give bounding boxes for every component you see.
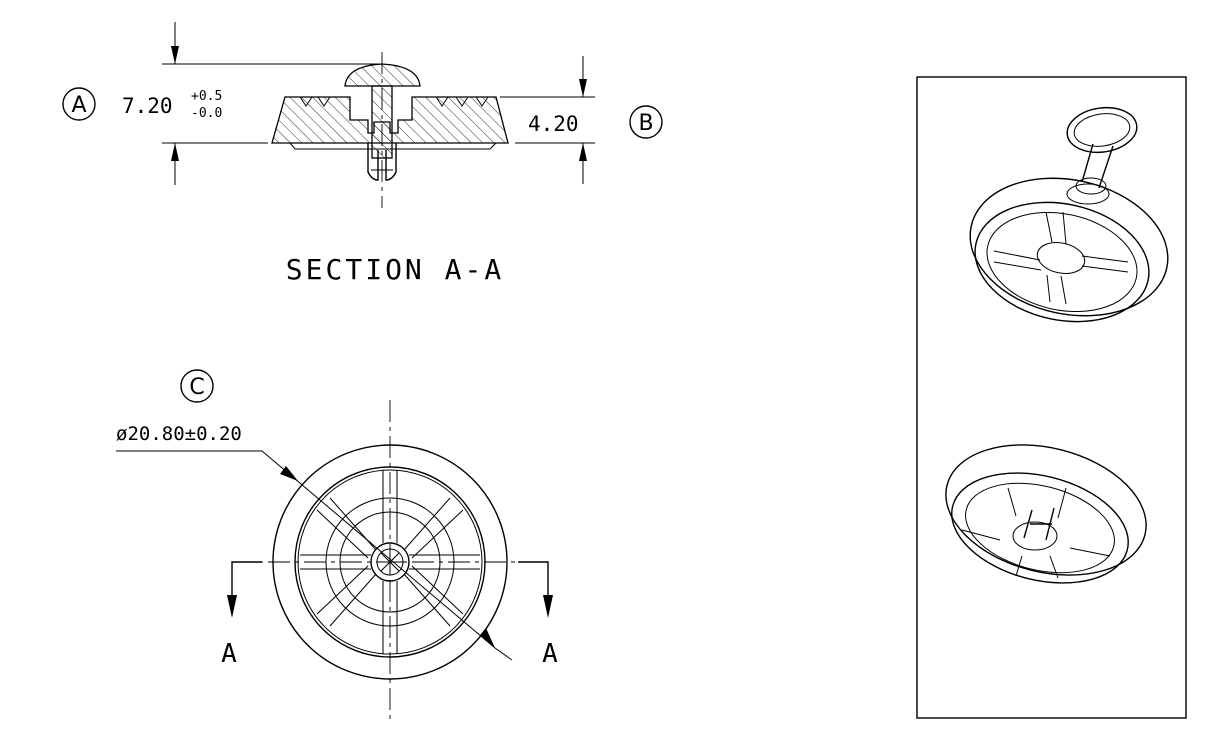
- callout-a-letter: A: [71, 93, 86, 118]
- arrow-down-a: [171, 46, 179, 64]
- isometric-frame: [916, 76, 1187, 719]
- inner-rim-circle-2: [297, 469, 483, 655]
- cut-label-left: A: [221, 639, 237, 669]
- arrow-up-a: [171, 143, 179, 161]
- arrow-down-b: [579, 79, 587, 97]
- callout-c-letter: C: [189, 375, 204, 400]
- diameter-dimension: ø20.80±0.20: [116, 423, 242, 445]
- plan-view: A A C ø20.80±0.20: [116, 369, 558, 722]
- height-dimension: 7.20: [122, 94, 173, 118]
- hub-circle: [370, 542, 410, 582]
- bottom-rim: [289, 142, 497, 150]
- tolerance-lower: -0.0: [191, 106, 222, 121]
- outer-rim-circle: [272, 444, 508, 680]
- isometric-view-top: [969, 106, 1169, 323]
- isometric-panel: [916, 76, 1187, 719]
- diameter-leader: [116, 450, 513, 661]
- arrow-up-b: [579, 143, 587, 161]
- teeth-notches: [299, 96, 489, 107]
- ring-circle-outer: [325, 497, 455, 627]
- section-view: A 7.20 +0.5 -0.0 4.20 B SECTION A-A: [62, 22, 663, 286]
- ring-circle-inner: [339, 511, 441, 613]
- cut-marker-right-line: [518, 561, 549, 595]
- callout-b-circle: [629, 105, 663, 139]
- cut-marker-left-line: [231, 561, 262, 595]
- pin-cross-slot: [377, 549, 403, 575]
- callout-a-circle: [62, 87, 96, 121]
- inner-rim-circle: [294, 466, 486, 658]
- callout-b-letter: B: [638, 111, 653, 136]
- pin-shaft: [371, 85, 393, 159]
- cut-arrow-left: [227, 595, 237, 618]
- diameter-arrow-upper: [280, 466, 298, 481]
- cut-label-right: A: [542, 639, 558, 669]
- pin-head: [344, 63, 421, 87]
- isometric-view-bottom: [945, 444, 1147, 584]
- depth-dimension: 4.20: [528, 112, 579, 136]
- section-caption: SECTION A-A: [286, 253, 504, 286]
- pin-split-tail: [367, 143, 397, 181]
- spokes: [300, 470, 480, 654]
- cut-arrow-right: [543, 595, 553, 618]
- diameter-arrow-lower: [480, 628, 495, 648]
- tolerance-upper: +0.5: [191, 89, 222, 104]
- callout-c-circle: [180, 369, 214, 403]
